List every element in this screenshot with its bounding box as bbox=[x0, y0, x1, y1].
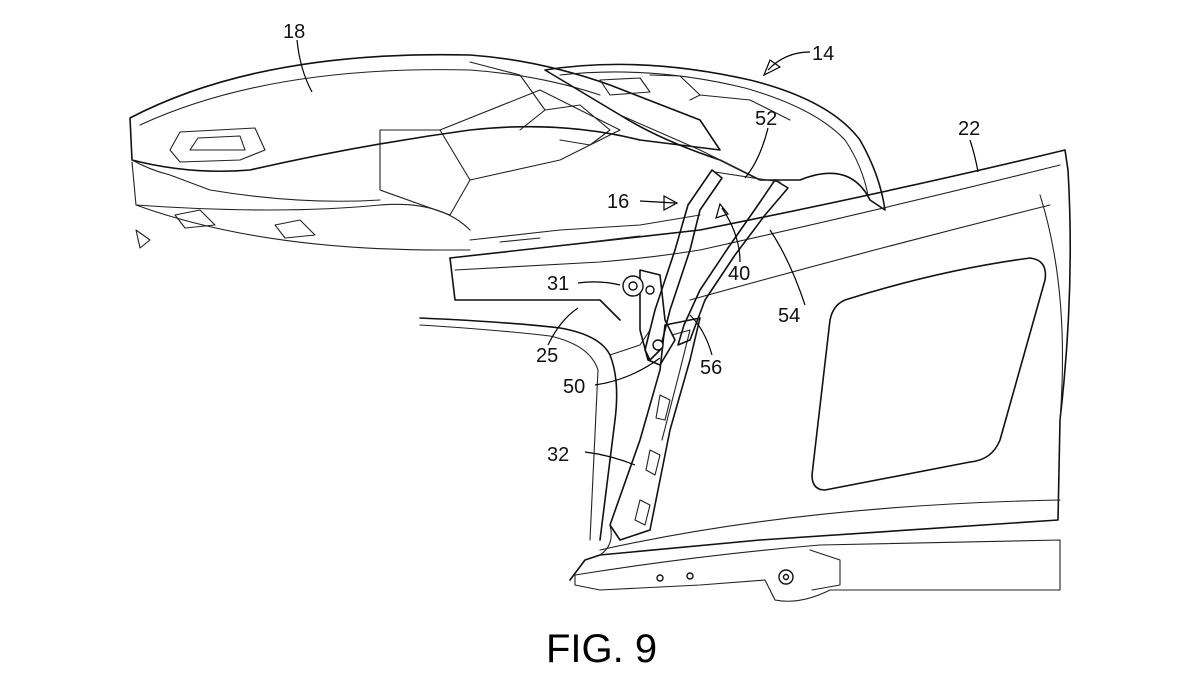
side-rail-25 bbox=[419, 214, 701, 541]
deck-lid-18 bbox=[129, 53, 721, 251]
ref-label-52: 52 bbox=[755, 108, 777, 130]
ref-label-56: 56 bbox=[700, 357, 722, 379]
leader-lines bbox=[296, 39, 979, 466]
body-panel-22 bbox=[449, 149, 1072, 602]
ref-label-32: 32 bbox=[547, 444, 569, 466]
ref-label-14: 14 bbox=[812, 43, 834, 65]
ref-label-16: 16 bbox=[607, 191, 629, 213]
figure-caption: FIG. 9 bbox=[546, 627, 657, 671]
ref-label-50: 50 bbox=[563, 376, 585, 398]
ref-label-22: 22 bbox=[958, 118, 980, 140]
hinged-panel-14 bbox=[544, 63, 886, 211]
ref-label-25: 25 bbox=[536, 345, 558, 367]
ref-label-40: 40 bbox=[728, 263, 750, 285]
ref-label-54: 54 bbox=[778, 305, 800, 327]
ref-label-31: 31 bbox=[547, 273, 569, 295]
hinge-linkage-16 bbox=[622, 169, 789, 366]
ref-label-18: 18 bbox=[283, 21, 305, 43]
